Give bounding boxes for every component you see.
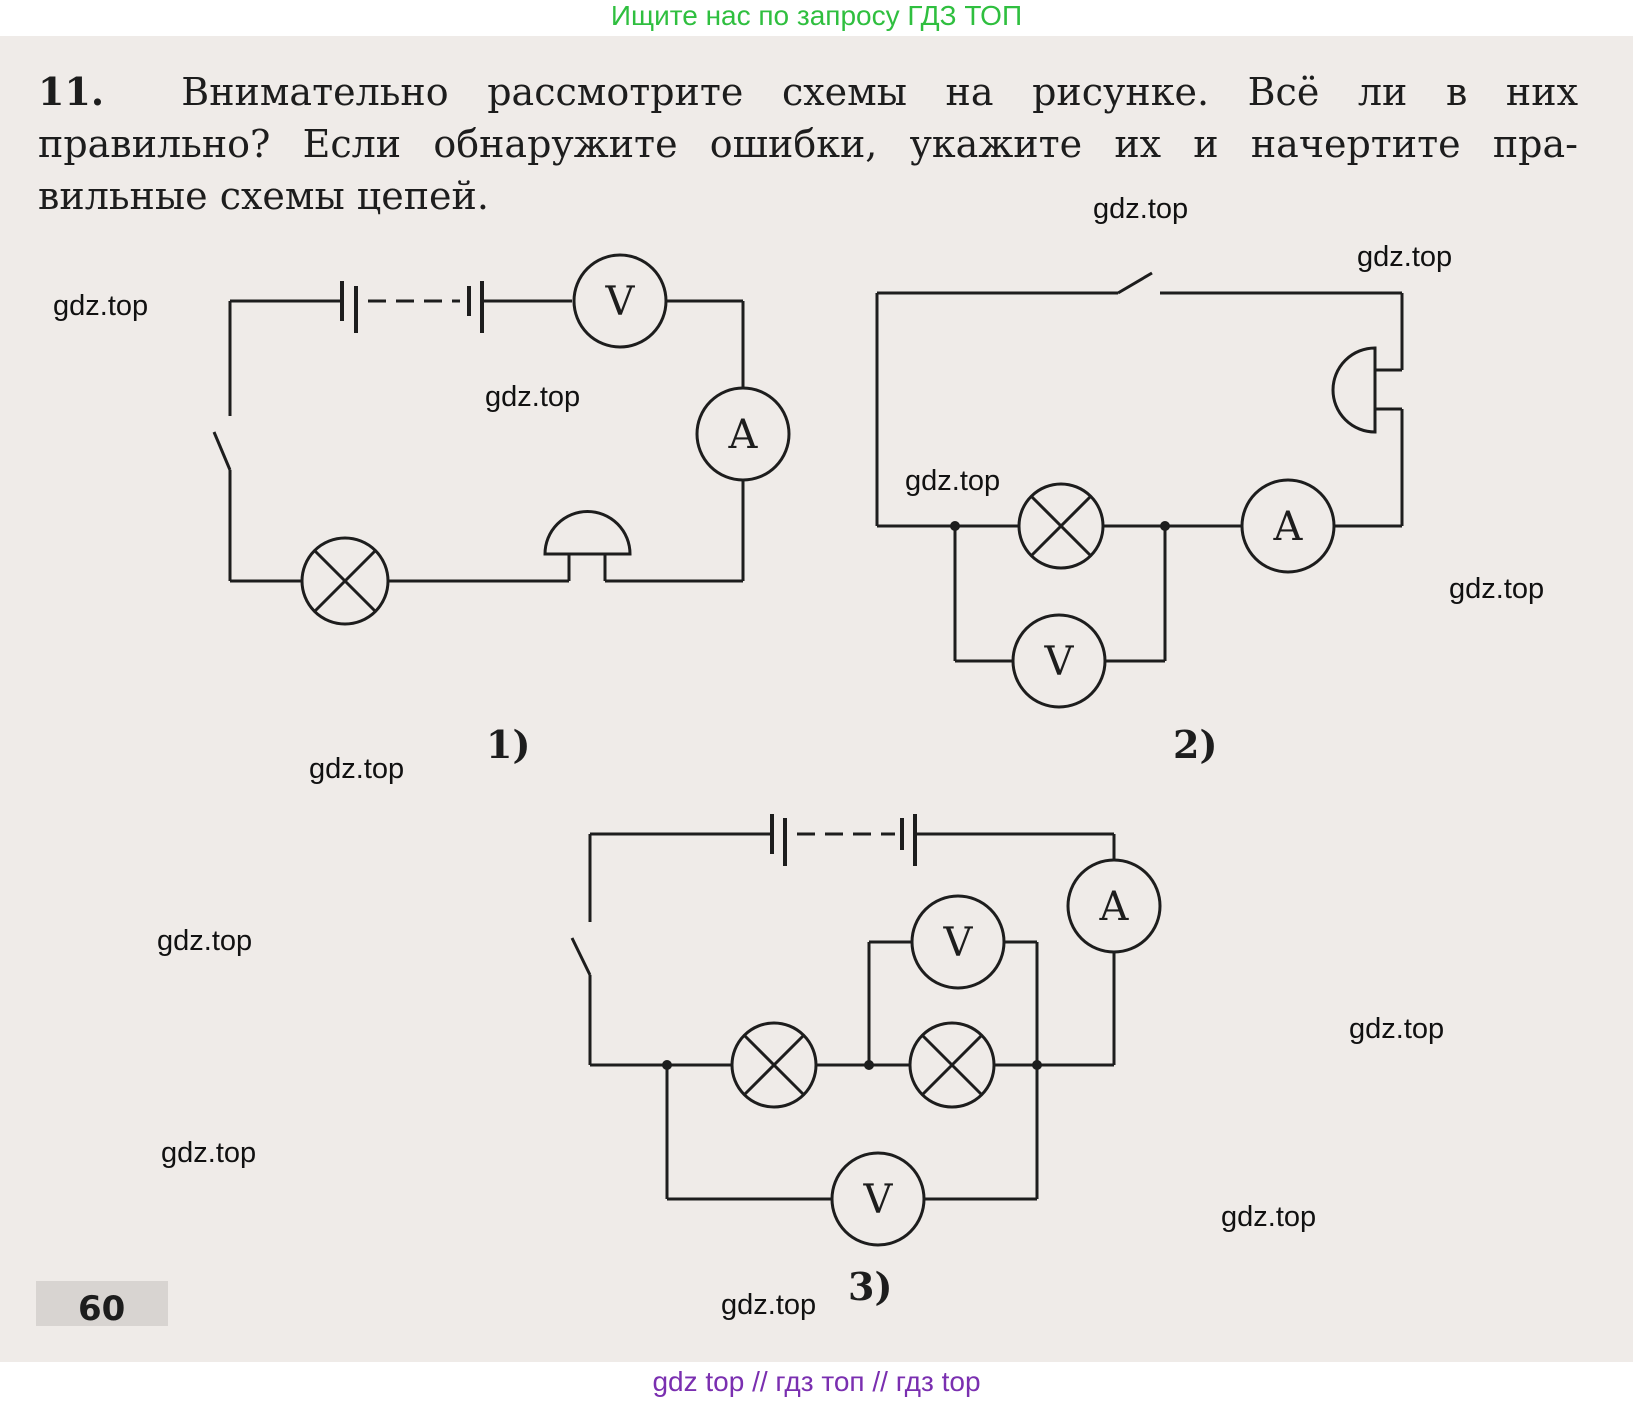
page-number: 60: [78, 1289, 126, 1329]
watermark: gdz.top: [905, 465, 1001, 497]
watermark: gdz.top: [721, 1289, 817, 1321]
watermark: gdz.top: [1221, 1201, 1317, 1233]
ammeter-1-label: A: [728, 412, 759, 458]
watermark: gdz.top: [157, 925, 253, 957]
ammeter-3-label: A: [1099, 884, 1130, 930]
voltmeter-3-lower-label: V: [863, 1177, 894, 1223]
circuit-3: [570, 814, 1162, 1247]
watermark: gdz.top: [1357, 241, 1453, 273]
battery-1: [340, 281, 484, 333]
page-number-box: [36, 1281, 168, 1326]
watermark: gdz.top: [1349, 1013, 1445, 1045]
top-banner[interactable]: Ищите нас по запросу ГДЗ ТОП: [0, 0, 1633, 36]
figure-label-1: 1): [486, 722, 530, 767]
lamp-3a: [730, 1021, 818, 1109]
task-line-2: правильно? Если обнаружите ошибки, укажи…: [38, 122, 1578, 166]
ammeter-2-label: A: [1273, 504, 1304, 550]
task-text: 11. Внимательно рассмотрите схемы на рис…: [38, 66, 1578, 222]
watermark: gdz.top: [309, 753, 405, 785]
bottom-banner[interactable]: gdz top // гдз топ // гдз top: [0, 1362, 1633, 1402]
voltmeter-3-upper-label: V: [943, 920, 974, 966]
watermark: gdz.top: [485, 381, 581, 413]
switch-3: [570, 937, 592, 976]
lamp-3b: [908, 1021, 996, 1109]
task-line-1: 11. Внимательно рассмотрите схемы на рис…: [38, 69, 1578, 114]
figure-label-3: 3): [848, 1264, 892, 1309]
voltmeter-2-label: V: [1044, 639, 1075, 685]
task-number: 11.: [38, 69, 105, 114]
bell-1: [543, 510, 632, 581]
watermark: gdz.top: [1449, 573, 1545, 605]
switch-2: [1117, 271, 1153, 295]
watermark: gdz.top: [161, 1137, 257, 1169]
watermark: gdz.top: [53, 290, 149, 322]
lamp-1: [300, 536, 390, 626]
voltmeter-1-label: V: [605, 279, 636, 325]
lamp-2: [1017, 482, 1105, 570]
circuit-1: [212, 253, 791, 626]
textbook-page: [0, 36, 1633, 1362]
task-line-3: вильные схемы цепей.: [38, 174, 489, 218]
figure-label-2: 2): [1173, 722, 1217, 767]
watermark: gdz.top: [1093, 193, 1189, 225]
circuit-2: [875, 271, 1404, 709]
bell-2: [1331, 346, 1402, 434]
battery-3: [770, 814, 917, 866]
switch-1: [212, 431, 232, 471]
